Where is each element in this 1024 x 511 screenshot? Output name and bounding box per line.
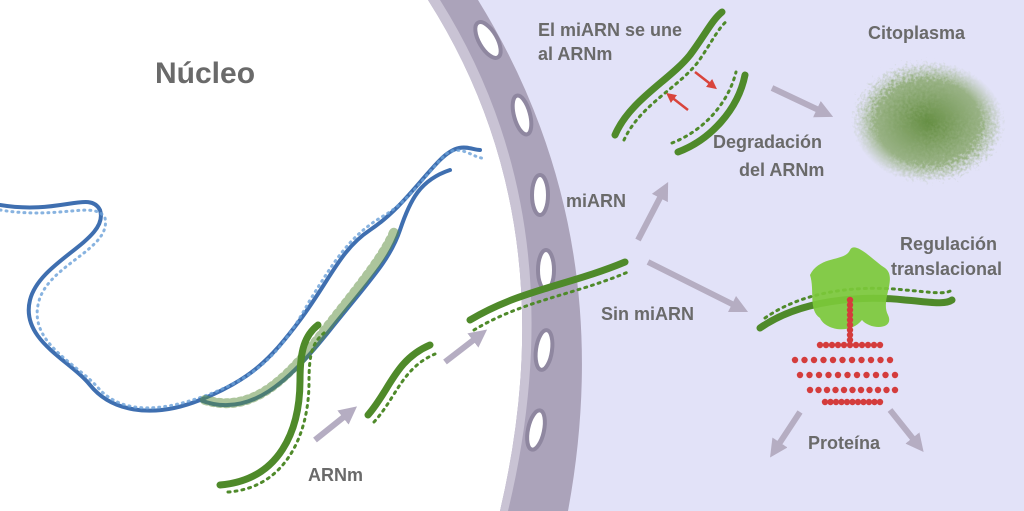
amino-acid-bead: [854, 398, 862, 406]
amino-acid-bead: [806, 386, 814, 394]
amino-acid-bead: [864, 341, 872, 349]
mirna-strand: [611, 8, 730, 142]
amino-acid-bead: [848, 356, 856, 364]
translational-label-1: Regulación: [900, 234, 997, 254]
amino-acid-bead: [886, 356, 894, 364]
nuclear-pores: [473, 20, 556, 452]
amino-acid-bead: [877, 356, 884, 364]
amino-acid-bead: [806, 371, 813, 379]
amino-acid-bead: [853, 371, 861, 379]
mrna-translating: [756, 286, 956, 332]
protein-chain: [791, 296, 899, 406]
degradation-label-1: Degradación: [713, 132, 822, 152]
amino-acid-bead: [876, 341, 884, 349]
amino-acid-bead: [846, 306, 854, 314]
amino-acid-bead: [820, 356, 827, 364]
rna-strands: [216, 8, 956, 494]
cytoplasm-label: Citoplasma: [868, 23, 966, 43]
amino-acid-bead: [846, 311, 854, 319]
protein-label: Proteína: [808, 433, 881, 453]
amino-acid-bead: [867, 356, 875, 364]
nuclear-membrane: [428, 0, 582, 511]
amino-acid-bead: [860, 398, 867, 406]
binding-arrow-out: [666, 92, 689, 111]
mirna-binds-label-1: El miARN se une: [538, 20, 682, 40]
amino-acid-bead: [891, 371, 899, 379]
amino-acid-bead: [846, 321, 854, 329]
amino-acid-bead: [849, 386, 856, 394]
amino-acid-bead: [846, 341, 854, 349]
amino-acid-bead: [849, 398, 856, 406]
amino-acid-bead: [858, 341, 866, 349]
amino-acid-bead: [828, 341, 836, 349]
mrna-transcript: [216, 321, 326, 494]
amino-acid-bead: [832, 386, 839, 394]
amino-acid-bead: [829, 356, 837, 364]
amino-acid-bead: [816, 341, 824, 349]
amino-acid-bead: [866, 386, 873, 394]
amino-acid-bead: [823, 386, 831, 394]
amino-acid-bead: [791, 356, 799, 364]
amino-acid-bead: [839, 356, 846, 364]
degraded-rna-cloud: [853, 62, 1003, 182]
amino-acid-bead: [822, 341, 830, 349]
amino-acid-bead: [882, 371, 889, 379]
amino-acid-bead: [846, 326, 854, 334]
amino-acid-bead: [840, 341, 848, 349]
amino-acid-bead: [810, 356, 818, 364]
amino-acid-bead: [838, 398, 845, 406]
amino-acid-bead: [858, 356, 865, 364]
amino-acid-bead: [863, 371, 870, 379]
amino-acid-bead: [852, 341, 860, 349]
translational-label-2: translacional: [891, 259, 1002, 279]
amino-acid-bead: [846, 301, 854, 309]
process-arrows: [313, 85, 924, 458]
amino-acid-bead: [872, 371, 880, 379]
amino-acid-bead: [870, 341, 878, 349]
mirna-binds-label-2: al ARNm: [538, 44, 612, 64]
amino-acid-bead: [843, 398, 851, 406]
amino-acid-bead: [821, 398, 829, 406]
no-mirna-label: Sin miARN: [601, 304, 694, 324]
amino-acid-bead: [846, 331, 854, 339]
amino-acid-bead: [876, 398, 884, 406]
amino-acid-bead: [883, 386, 890, 394]
mrna-exporting: [466, 258, 630, 332]
amino-acid-bead: [827, 398, 834, 406]
dna-helix: [0, 145, 487, 413]
binding-arrow-in: [694, 71, 717, 90]
mrna-degrading: [670, 70, 749, 156]
amino-acid-bead: [846, 316, 854, 324]
amino-acid-bead: [834, 341, 842, 349]
mrna-leaving: [364, 341, 437, 424]
amino-acid-bead: [834, 371, 842, 379]
mrna-label: ARNm: [308, 465, 363, 485]
amino-acid-bead: [801, 356, 808, 364]
amino-acid-bead: [832, 398, 840, 406]
degradation-label-2: del ARNm: [739, 160, 824, 180]
amino-acid-bead: [815, 386, 822, 394]
amino-acid-bead: [871, 398, 878, 406]
ribosome: [810, 247, 890, 330]
amino-acid-bead: [874, 386, 882, 394]
mirna-label: miARN: [566, 191, 626, 211]
amino-acid-bead: [846, 336, 854, 344]
amino-acid-bead: [815, 371, 823, 379]
amino-acid-bead: [857, 386, 865, 394]
amino-acid-bead: [840, 386, 848, 394]
nucleus-label: Núcleo: [155, 57, 255, 90]
amino-acid-bead: [891, 386, 899, 394]
amino-acid-bead: [846, 296, 854, 304]
amino-acid-bead: [844, 371, 851, 379]
amino-acid-bead: [825, 371, 832, 379]
amino-acid-bead: [865, 398, 873, 406]
amino-acid-bead: [796, 371, 804, 379]
